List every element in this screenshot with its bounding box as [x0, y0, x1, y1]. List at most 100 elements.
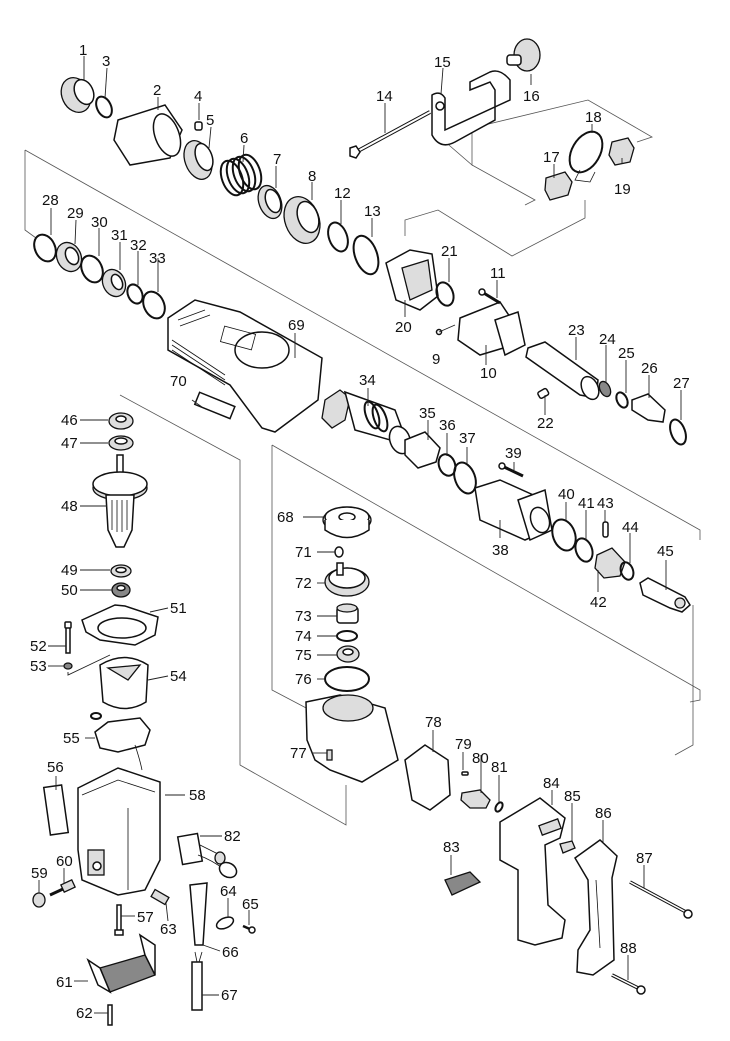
part-label-31[interactable]: 31: [111, 227, 128, 244]
part-label-15[interactable]: 15: [434, 54, 451, 71]
part-label-77[interactable]: 77: [290, 745, 307, 762]
part-label-74[interactable]: 74: [295, 628, 312, 645]
part-label-18[interactable]: 18: [585, 109, 602, 126]
part-label-85[interactable]: 85: [564, 788, 581, 805]
part-label-12[interactable]: 12: [334, 185, 351, 202]
part-label-24[interactable]: 24: [599, 331, 616, 348]
part-label-75[interactable]: 75: [295, 647, 312, 664]
part-label-49[interactable]: 49: [61, 562, 78, 579]
part-label-39[interactable]: 39: [505, 445, 522, 462]
part-label-38[interactable]: 38: [492, 542, 509, 559]
part-shape-69: [167, 299, 323, 433]
part-shape-63: [150, 888, 170, 906]
part-label-46[interactable]: 46: [61, 412, 78, 429]
part-label-60[interactable]: 60: [56, 853, 73, 870]
part-shape-32: [126, 283, 144, 305]
part-label-7[interactable]: 7: [273, 151, 281, 168]
part-label-67[interactable]: 67: [221, 987, 238, 1004]
part-label-20[interactable]: 20: [395, 319, 412, 336]
part-label-4[interactable]: 4: [194, 88, 202, 105]
part-label-43[interactable]: 43: [597, 495, 614, 512]
group-outline-motor: [119, 394, 347, 826]
part-shape-15: [431, 70, 511, 146]
part-label-13[interactable]: 13: [364, 203, 381, 220]
part-label-84[interactable]: 84: [543, 775, 560, 792]
part-shape-17: [544, 171, 573, 201]
part-shape-75: [336, 645, 360, 663]
part-label-54[interactable]: 54: [170, 668, 187, 685]
part-label-2[interactable]: 2: [153, 82, 161, 99]
part-label-66[interactable]: 66: [222, 944, 239, 961]
part-label-45[interactable]: 45: [657, 543, 674, 560]
part-label-76[interactable]: 76: [295, 671, 312, 688]
part-label-40[interactable]: 40: [558, 486, 575, 503]
part-label-42[interactable]: 42: [590, 594, 607, 611]
part-label-68[interactable]: 68: [277, 509, 294, 526]
part-label-5[interactable]: 5: [206, 112, 214, 129]
part-label-62[interactable]: 62: [76, 1005, 93, 1022]
part-label-83[interactable]: 83: [443, 839, 460, 856]
part-label-36[interactable]: 36: [439, 417, 456, 434]
part-label-87[interactable]: 87: [636, 850, 653, 867]
part-label-58[interactable]: 58: [189, 787, 206, 804]
part-label-44[interactable]: 44: [622, 519, 639, 536]
part-label-11[interactable]: 11: [490, 265, 506, 282]
part-label-3[interactable]: 3: [102, 53, 110, 70]
group-outline-handle: [674, 605, 694, 756]
part-label-26[interactable]: 26: [641, 360, 658, 377]
part-label-21[interactable]: 21: [441, 243, 458, 260]
part-label-82[interactable]: 82: [224, 828, 241, 845]
part-label-78[interactable]: 78: [425, 714, 442, 731]
part-shape-23: [525, 341, 600, 401]
part-label-22[interactable]: 22: [537, 415, 554, 432]
part-label-9[interactable]: 9: [432, 351, 440, 368]
part-label-10[interactable]: 10: [480, 365, 497, 382]
part-shape-1: [60, 76, 95, 114]
part-label-34[interactable]: 34: [359, 372, 376, 389]
part-label-32[interactable]: 32: [130, 237, 147, 254]
part-label-52[interactable]: 52: [30, 638, 47, 655]
part-label-61[interactable]: 61: [56, 974, 73, 991]
part-label-47[interactable]: 47: [61, 435, 78, 452]
part-label-27[interactable]: 27: [673, 375, 690, 392]
part-label-70[interactable]: 70: [170, 373, 187, 390]
part-label-25[interactable]: 25: [618, 345, 635, 362]
part-label-86[interactable]: 86: [595, 805, 612, 822]
part-label-30[interactable]: 30: [91, 214, 108, 231]
part-label-57[interactable]: 57: [137, 909, 154, 926]
part-label-71[interactable]: 71: [295, 544, 312, 561]
part-label-59[interactable]: 59: [31, 865, 48, 882]
part-label-1[interactable]: 1: [79, 42, 87, 59]
part-label-53[interactable]: 53: [30, 658, 47, 675]
part-label-80[interactable]: 80: [472, 750, 489, 767]
part-label-35[interactable]: 35: [419, 405, 436, 422]
part-label-63[interactable]: 63: [160, 921, 177, 938]
part-shape-18: [568, 130, 604, 183]
part-label-81[interactable]: 81: [491, 759, 508, 776]
part-label-6[interactable]: 6: [240, 130, 248, 147]
part-label-33[interactable]: 33: [149, 250, 166, 267]
part-label-14[interactable]: 14: [376, 88, 393, 105]
part-label-48[interactable]: 48: [61, 498, 78, 515]
part-label-73[interactable]: 73: [295, 608, 312, 625]
part-label-17[interactable]: 17: [543, 149, 560, 166]
part-label-41[interactable]: 41: [578, 495, 595, 512]
part-label-8[interactable]: 8: [308, 168, 316, 185]
part-label-16[interactable]: 16: [523, 88, 540, 105]
part-label-65[interactable]: 65: [242, 896, 259, 913]
part-shape-83: [444, 871, 482, 896]
part-label-88[interactable]: 88: [620, 940, 637, 957]
part-label-28[interactable]: 28: [42, 192, 59, 209]
part-label-64[interactable]: 64: [220, 883, 237, 900]
part-label-55[interactable]: 55: [63, 730, 80, 747]
part-label-50[interactable]: 50: [61, 582, 78, 599]
part-label-79[interactable]: 79: [455, 736, 472, 753]
part-label-37[interactable]: 37: [459, 430, 476, 447]
part-label-51[interactable]: 51: [170, 600, 187, 617]
part-label-19[interactable]: 19: [614, 181, 631, 198]
part-label-56[interactable]: 56: [47, 759, 64, 776]
part-label-72[interactable]: 72: [295, 575, 312, 592]
part-label-23[interactable]: 23: [568, 322, 585, 339]
part-label-69[interactable]: 69: [288, 317, 305, 334]
part-label-29[interactable]: 29: [67, 205, 84, 222]
